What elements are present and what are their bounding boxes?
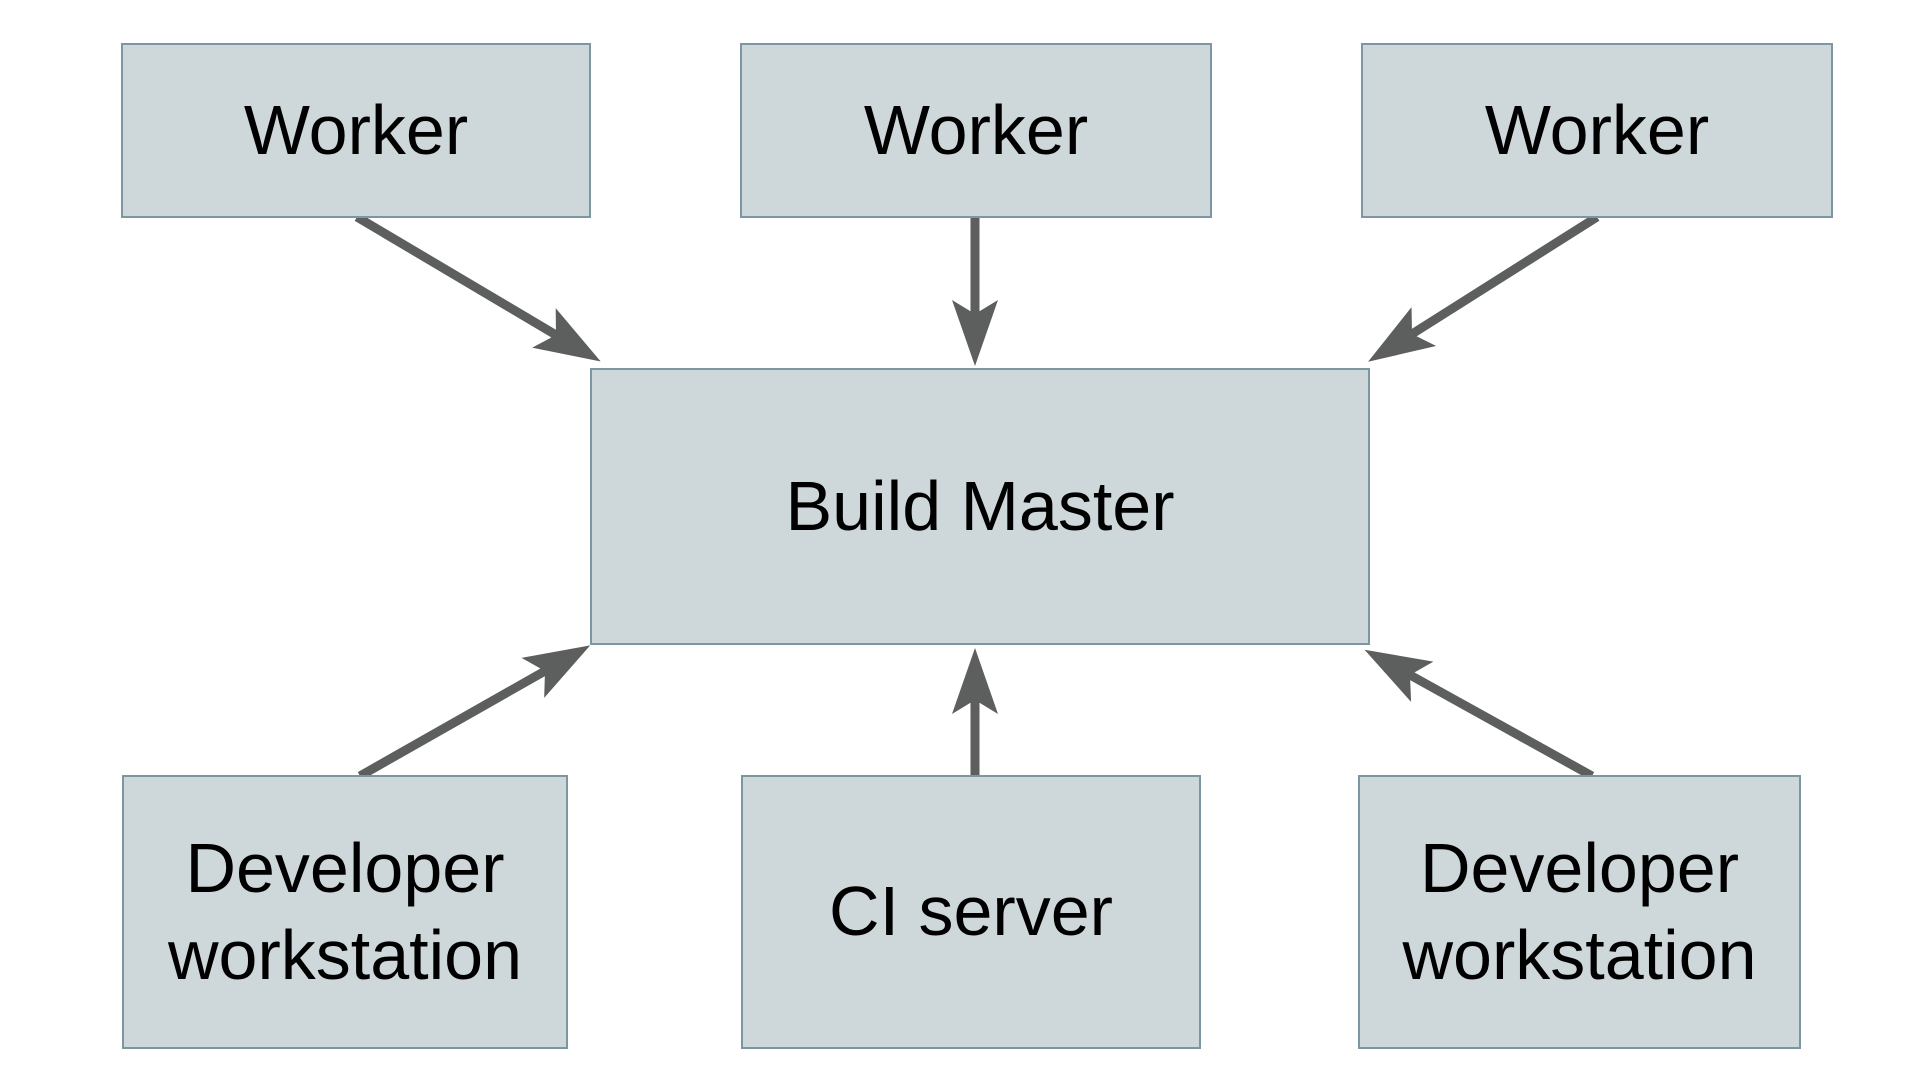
- node-worker-3: Worker: [1361, 43, 1833, 218]
- node-developer-workstation-2-label: Developer workstation: [1402, 828, 1757, 995]
- edge-worker3-to-buildmaster-arrow: [1368, 213, 1600, 362]
- edge-worker1-to-buildmaster-arrow: [354, 213, 601, 362]
- edge-devws2-to-buildmaster-arrow: [1364, 649, 1595, 780]
- node-worker-1-label: Worker: [243, 90, 469, 169]
- node-ci-server-label: CI server: [829, 872, 1113, 951]
- node-build-master: Build Master: [590, 368, 1370, 645]
- node-developer-workstation-1-label: Developer workstation: [167, 828, 523, 995]
- node-ci-server: CI server: [741, 775, 1201, 1049]
- node-developer-workstation-1: Developer workstation: [122, 775, 568, 1049]
- node-worker-3-label: Worker: [1484, 90, 1710, 169]
- node-worker-2: Worker: [740, 43, 1212, 218]
- node-build-master-label: Build Master: [785, 466, 1175, 545]
- node-worker-2-label: Worker: [863, 90, 1089, 169]
- node-developer-workstation-2: Developer workstation: [1358, 775, 1801, 1049]
- node-worker-1: Worker: [121, 43, 591, 218]
- edge-devws1-to-buildmaster-arrow: [357, 645, 591, 780]
